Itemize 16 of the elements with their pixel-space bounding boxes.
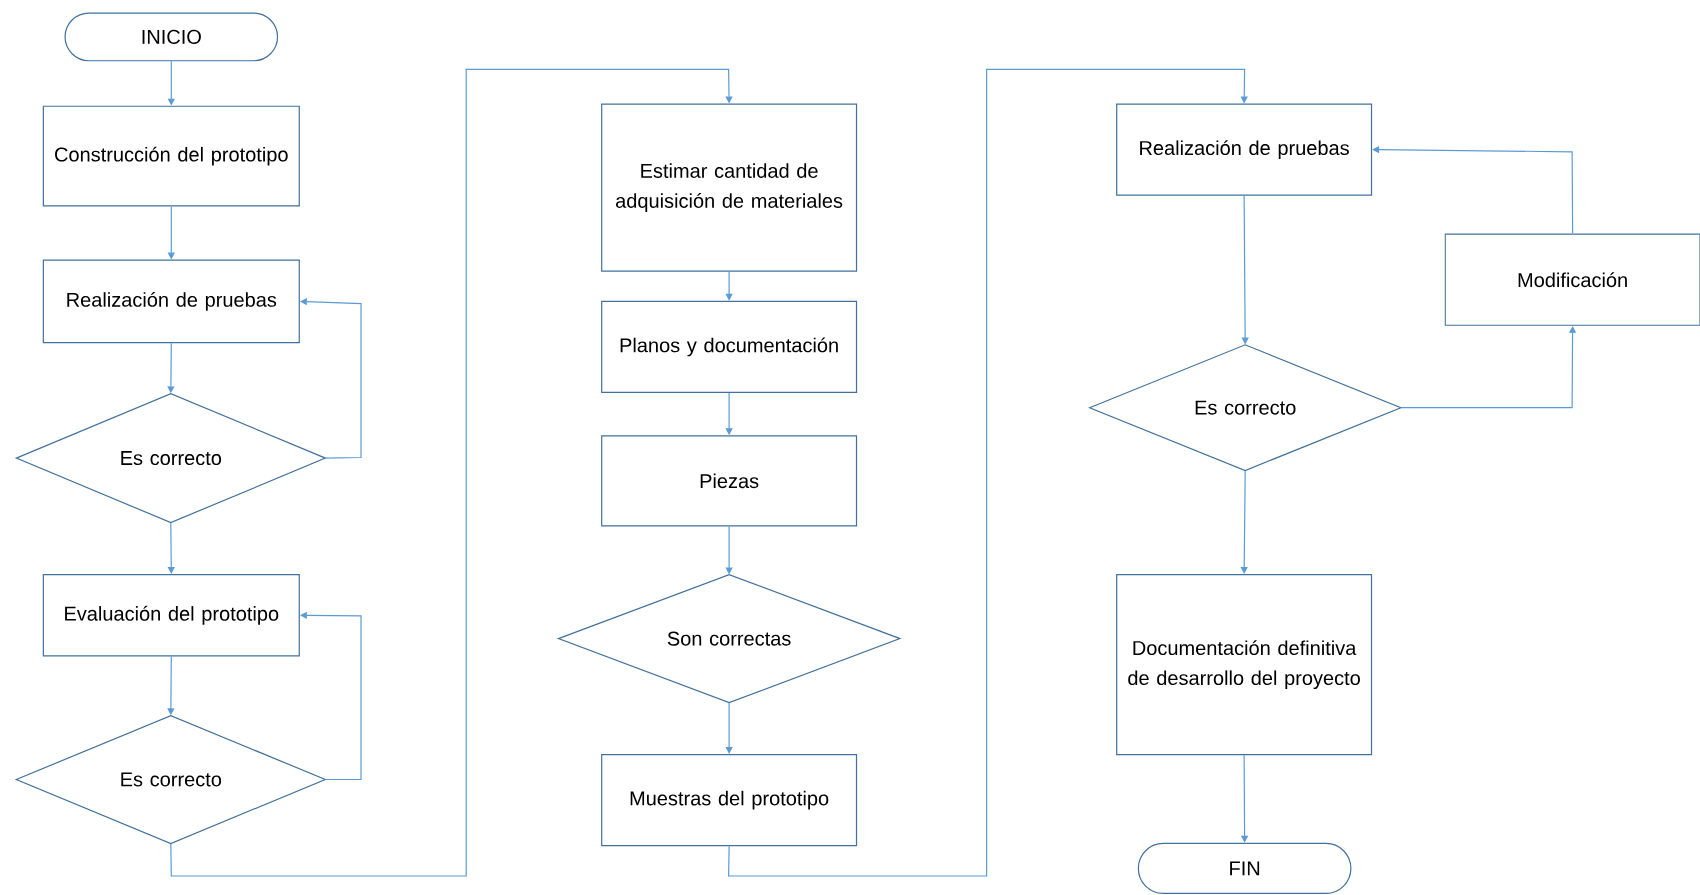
process-box: Evaluación del prototipo <box>42 574 300 657</box>
arrow <box>167 522 175 574</box>
process-box: Realización de pruebas <box>42 259 300 344</box>
arrow <box>1372 146 1574 235</box>
arrow <box>725 702 733 754</box>
process-box: Modificación <box>1444 233 1700 326</box>
process-box: Realización de pruebas <box>1116 103 1373 196</box>
process-box: Estimar cantidad de adquisición de materiales <box>601 103 858 272</box>
arrow <box>170 68 733 877</box>
arrow <box>728 68 1248 877</box>
arrow <box>1240 470 1248 574</box>
process-box: Muestras del prototipo <box>601 753 858 847</box>
process-box: Construcción del prototipo <box>42 105 300 207</box>
process-box: Piezas <box>601 435 858 527</box>
process-box: Planos y documentación <box>601 300 858 394</box>
process-box: Documentación definitiva de desarrollo del proyecto <box>1116 574 1373 756</box>
